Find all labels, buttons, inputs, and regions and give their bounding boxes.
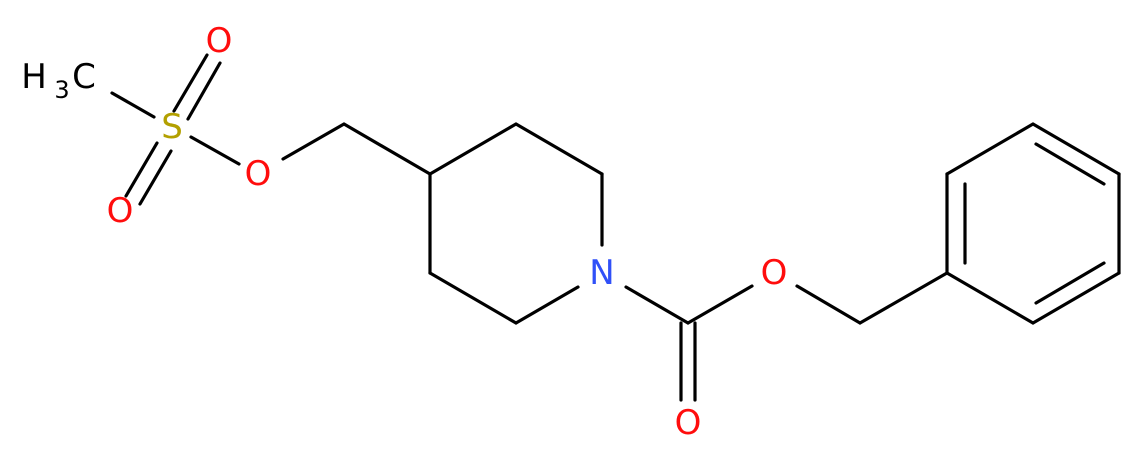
bond-ring-c3-c2 bbox=[514, 122, 604, 176]
ester-oxygen-label: O bbox=[245, 154, 272, 194]
bond-benzyl-phenyl bbox=[858, 271, 949, 325]
bond-nitrogen-carbonyl bbox=[624, 285, 690, 325]
sulfur-atom-label: S bbox=[161, 107, 183, 147]
bond-sulfur-oxygen-top-a bbox=[172, 53, 209, 113]
bond-benzene-5-inner bbox=[1034, 261, 1106, 305]
bond-ester-oxygen-methylene bbox=[281, 122, 346, 161]
methyl-label-subscript: 3 bbox=[54, 76, 69, 104]
bond-methylene-ring bbox=[342, 122, 432, 176]
bond-sulfur-oxygen-bottom-a bbox=[124, 141, 159, 198]
bond-carbonyl-ether-oxygen bbox=[686, 284, 754, 325]
carbamate-ether-oxygen-label: O bbox=[761, 253, 788, 293]
bond-sulfur-oxygen-bottom-b bbox=[138, 149, 173, 206]
methyl-label-h: H bbox=[21, 57, 47, 97]
nitrogen-atom-label: N bbox=[589, 253, 614, 293]
bond-sulfur-oxygen-top-b bbox=[186, 61, 222, 121]
bond-methyl-sulfur bbox=[110, 91, 156, 119]
methyl-label-c: C bbox=[72, 57, 96, 97]
sulfonyl-oxygen-bottom-label: O bbox=[107, 191, 134, 231]
atom-labels: H 3 C S O O O N O O bbox=[21, 21, 787, 443]
bond-ether-oxygen-benzyl bbox=[795, 284, 862, 325]
sulfonyl-oxygen-top-label: O bbox=[206, 21, 233, 61]
carbamate-carbonyl-oxygen-label: O bbox=[675, 403, 702, 443]
bonds bbox=[110, 53, 1121, 402]
bond-benzene-3-inner bbox=[1034, 142, 1106, 186]
bond-ring-c4-c3 bbox=[428, 122, 518, 176]
bond-benzene-6 bbox=[945, 271, 1035, 325]
bond-benzene-5 bbox=[1031, 271, 1121, 325]
bond-ring-n-c6 bbox=[514, 285, 580, 325]
bond-benzene-3 bbox=[1031, 122, 1121, 176]
bond-benzene-2 bbox=[945, 122, 1035, 176]
bond-ring-c6-c5 bbox=[428, 271, 518, 325]
bond-sulfur-ester-oxygen bbox=[189, 135, 241, 166]
